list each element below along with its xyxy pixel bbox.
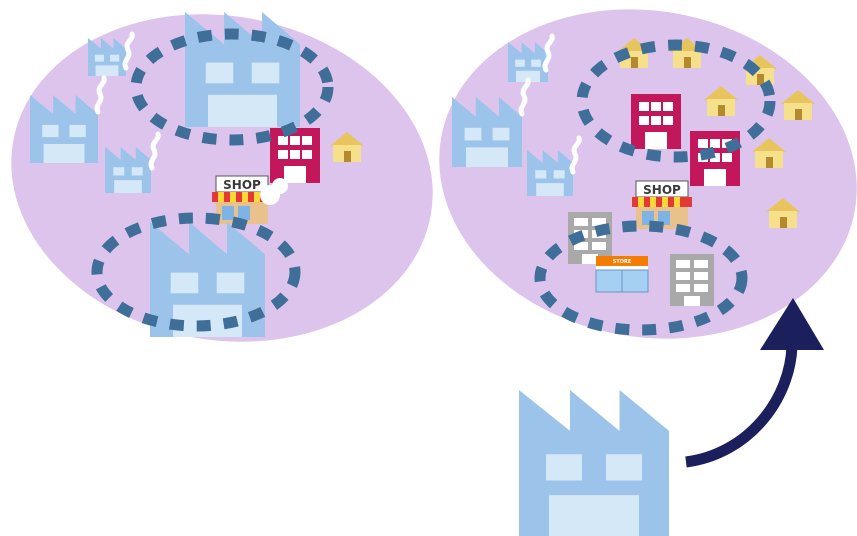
- store-sign: STORE: [613, 259, 632, 265]
- left-region: SHOP: [0, 0, 459, 374]
- office-building-icon: [670, 254, 714, 306]
- left-shop-sign: SHOP: [223, 178, 261, 192]
- convenience-store-icon: STORE: [596, 256, 648, 292]
- apartment-building-icon: [690, 131, 740, 186]
- apartment-building-icon: [631, 94, 681, 149]
- apartment-building-icon: [270, 128, 320, 183]
- relocated-factory-icon: [519, 390, 669, 536]
- right-shop-sign: SHOP: [643, 183, 681, 197]
